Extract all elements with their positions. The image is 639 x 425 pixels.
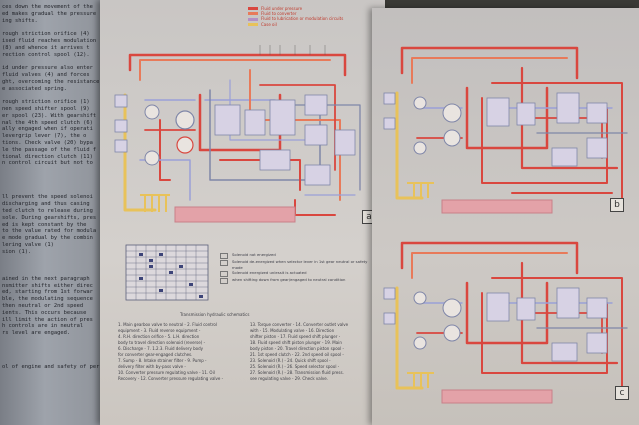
- text-line: er spool (23). With gearshift: [2, 112, 97, 119]
- legend-item-lubrication: Fluid to lubrication or modulation circu…: [248, 16, 343, 21]
- text-line: to the value rated for modula: [2, 228, 97, 235]
- text-line: (8) and whence it arrives t: [2, 44, 90, 51]
- text-line: [2, 255, 110, 262]
- text-line: ol of engine and safety of personnel: [2, 364, 110, 371]
- text-line: nsmitter shifts either direc: [2, 282, 93, 289]
- text-line: [2, 337, 110, 344]
- text-line: sion (1).: [2, 248, 32, 255]
- text-line: 6. Discharge - 7. 1.2.3. Fluid delivery …: [118, 346, 204, 351]
- text-line: fluid valves (4) and forces: [2, 71, 90, 78]
- text-line: [2, 181, 110, 188]
- hydraulic-schematic-b: [383, 46, 628, 404]
- text-line: rs level are engaged.: [2, 330, 71, 337]
- legend-item-pressure: Fluid under pressure: [248, 6, 343, 11]
- solenoid-key: Solenoid not energized Solenoid de-energ…: [220, 252, 375, 285]
- text-line: [2, 167, 110, 174]
- text-line: rough striction orifice (4): [2, 31, 90, 38]
- text-line: 27. Solenoid (R.) - 28. Transmission flu…: [250, 370, 344, 375]
- text-line: see regulating valve - 29. Check valve.: [250, 376, 328, 381]
- text-line: rection control spool (12).: [2, 51, 90, 58]
- text-line: 4. R.H. direction orifice - 5. L.H. dire…: [118, 334, 200, 339]
- text-line: Recovery - 12. Converter pressure regula…: [118, 376, 224, 381]
- text-line: h controls are in neutral: [2, 323, 84, 330]
- text-line: then neutral or 2nd speed: [2, 303, 84, 310]
- solenoid-key-item: Solenoid de-energized when selector leve…: [220, 259, 375, 270]
- legend-item-converter: Fluid to converter: [248, 11, 343, 16]
- legend-item-case-oil: Case oil: [248, 22, 343, 27]
- text-line: nen speed shifter spool (9): [2, 105, 90, 112]
- text-line: ces down the movement of the: [2, 4, 93, 10]
- text-line: [2, 188, 110, 195]
- text-line: body to travel direction solenoid (rever…: [118, 340, 206, 345]
- text-line: with - 15. Modulating valve - 16. Direct…: [250, 328, 335, 333]
- caption-left: 1. Main gearbox valve to neutral - 2. Fl…: [118, 322, 248, 382]
- text-line: [2, 58, 110, 65]
- text-line: 23. Solenoid (R.) - 24. Quick shift spoo…: [250, 358, 331, 363]
- text-line: ill limit the action of pres: [2, 316, 93, 323]
- solenoid-table: [125, 244, 209, 301]
- solenoid-key-item: Solenoid energized unlessit is actuated: [220, 270, 375, 278]
- text-line: id under pressure also enter: [2, 65, 93, 72]
- text-line: le the passage of the fluid f: [2, 146, 97, 153]
- text-line: ised fluid reaches modulation: [2, 37, 97, 44]
- text-line: levergrip lever (7), the o: [2, 133, 87, 140]
- solenoid-key-item: when shifting down from gear/engaged to …: [220, 277, 375, 285]
- text-line: tional direction clutch (11): [2, 153, 93, 160]
- text-line: discharging and thus casing: [2, 201, 90, 208]
- text-line: [2, 344, 110, 351]
- right-diagram-page: b c: [372, 8, 639, 425]
- text-line: ed, starting from 1st forwar: [2, 289, 93, 296]
- text-line: 21. 1st speed clutch - 22. 2nd speed oil…: [250, 352, 344, 357]
- text-line: 7. Sump - 8. Intake strainer filter - 9.…: [118, 358, 207, 363]
- text-line: ing shifts.: [2, 17, 38, 24]
- text-line: [2, 174, 110, 181]
- text-line: ed makes gradual the pressure: [2, 10, 97, 17]
- text-line: ients. This occurs because: [2, 309, 87, 316]
- text-line: 18. Fluid speed shift piston plunger - 1…: [250, 340, 342, 345]
- text-line: [2, 24, 110, 31]
- text-line: e mode gradual by the combin: [2, 235, 93, 242]
- text-line: ed is kept constant by the: [2, 221, 87, 228]
- diagram-legend: Fluid under pressure Fluid to converter …: [248, 6, 343, 27]
- text-line: 1. Main gearbox valve to neutral - 2. Fl…: [118, 322, 217, 327]
- text-line: 13. Torque converter - 14. Converter out…: [250, 322, 349, 327]
- text-line: e associated spring.: [2, 85, 67, 92]
- text-line: rough striction orifice (1): [2, 99, 90, 106]
- text-line: ained in the next paragraph: [2, 275, 90, 282]
- text-line: tions. Check valve (20) bypa: [2, 139, 93, 146]
- text-line: for converter gear-engaged clutches.: [118, 352, 193, 357]
- text-line: 10. Converter pressure regulating valve …: [118, 370, 215, 375]
- text-line: [2, 262, 110, 269]
- text-line: [2, 351, 110, 358]
- figure-label-c: c: [615, 386, 629, 400]
- solenoid-key-item: Solenoid not energized: [220, 252, 375, 259]
- text-line: [2, 357, 110, 364]
- text-line: [2, 92, 110, 99]
- hydraulic-schematic-a: [114, 45, 361, 301]
- text-line: delivery filter with by-pass valve -: [118, 364, 186, 369]
- text-line: nal the 4th speed clutch (6): [2, 119, 93, 126]
- text-line: equipment - 3. Fluid reverse equipment -: [118, 328, 201, 333]
- caption-title: Transmission hydraulic schematics: [180, 312, 250, 317]
- text-line: ble, the modulating sequence: [2, 296, 93, 303]
- figure-label-b: b: [610, 198, 624, 212]
- text-line: lering valve (1): [2, 241, 54, 248]
- caption-right: 13. Torque converter - 14. Converter out…: [250, 322, 380, 382]
- text-line: sole. During gearshifts, pres: [2, 214, 97, 221]
- text-line: n control circuit but not to: [2, 160, 93, 167]
- text-line: body piston - 20. Travel direction pisto…: [250, 346, 344, 351]
- text-line: 25. Solenoid (R.) - 26. Speed selector s…: [250, 364, 340, 369]
- text-line: ll prevent the speed solenoi: [2, 194, 93, 201]
- text-line: shifter piston - 17. Fluid speed shift p…: [250, 334, 341, 339]
- text-line: ted clutch to release during: [2, 207, 93, 214]
- text-line: ally engaged when if operati: [2, 126, 93, 133]
- text-line: [2, 269, 110, 276]
- text-line: ght, overcoming the resistance: [2, 78, 100, 85]
- middle-diagram-page: Fluid under pressure Fluid to converter …: [100, 0, 385, 425]
